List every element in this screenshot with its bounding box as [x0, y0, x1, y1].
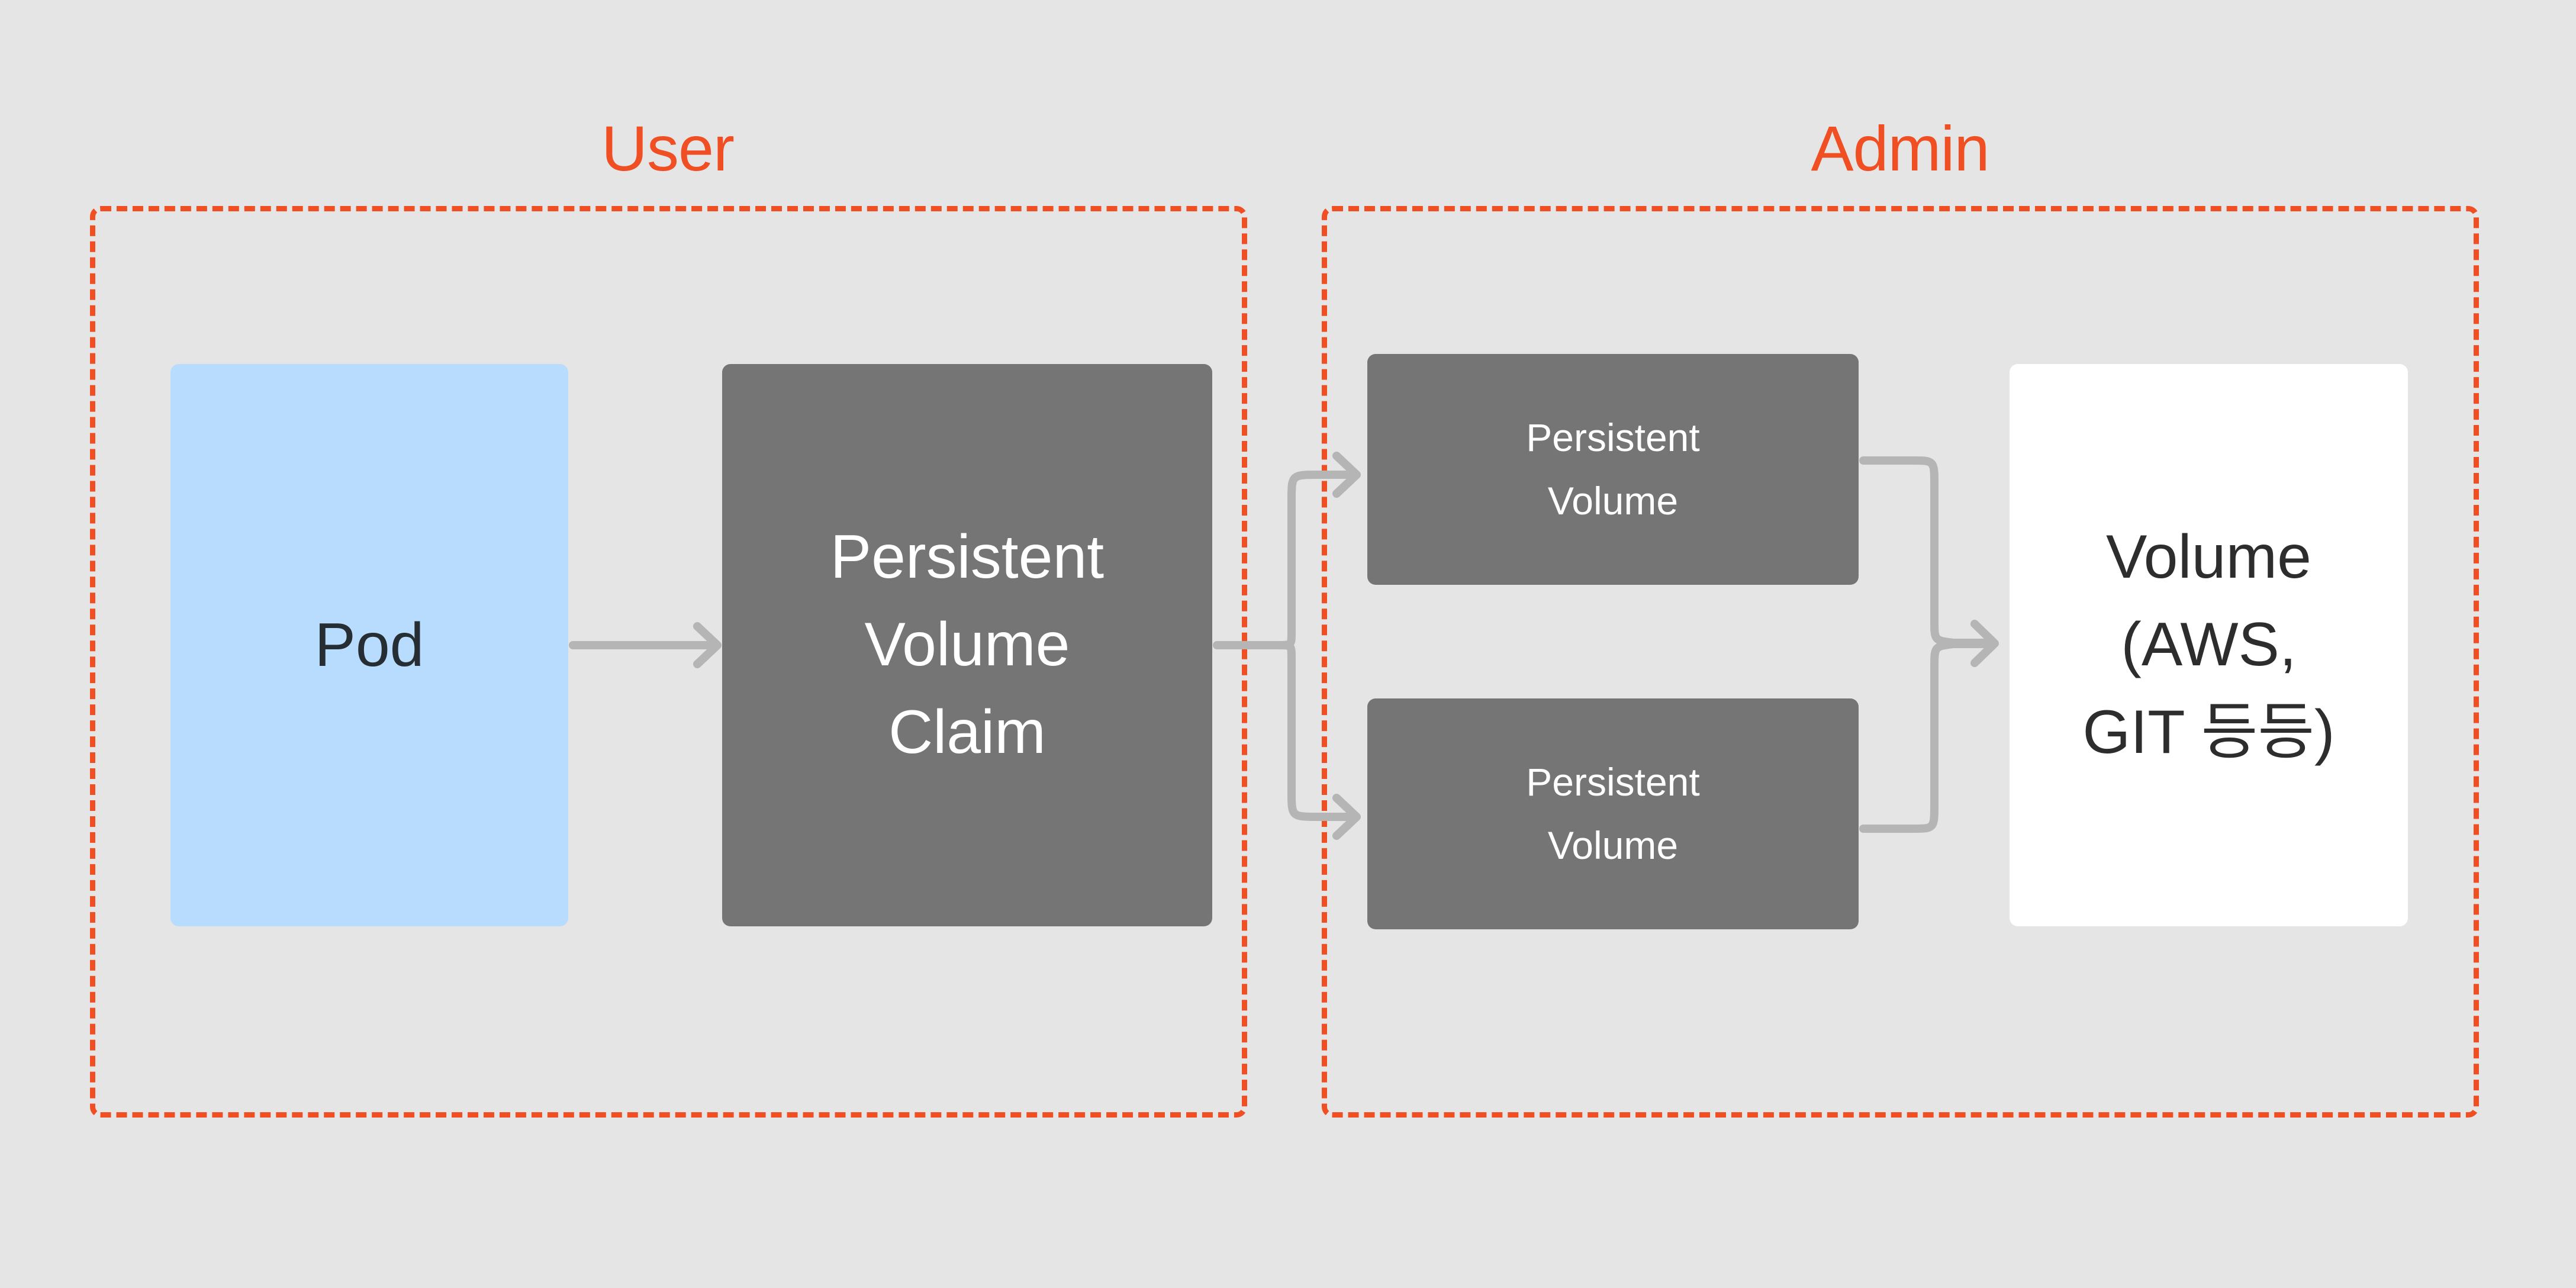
node-persistent-volume-bottom[interactable]: Persistent Volume: [1367, 698, 1859, 929]
zone-label-admin: Admin: [1811, 112, 1989, 184]
node-persistent-volume-top[interactable]: Persistent Volume: [1367, 354, 1859, 585]
node-persistent-volume-bottom-label: Persistent Volume: [1526, 760, 1700, 867]
node-persistent-volume-top-label: Persistent Volume: [1526, 416, 1700, 523]
zone-user-boundary: [90, 206, 1247, 1118]
node-persistent-volume-claim-label: Persistent Volume Claim: [830, 523, 1105, 767]
node-persistent-volume-claim[interactable]: Persistent Volume Claim: [722, 364, 1212, 926]
node-pod-label: Pod: [314, 610, 424, 680]
node-volume-backend-label: Volume (AWS, GIT 등등): [2082, 523, 2335, 767]
zone-label-user: User: [601, 112, 735, 184]
node-volume-backend[interactable]: Volume (AWS, GIT 등등): [2010, 364, 2408, 926]
node-pod[interactable]: Pod: [170, 364, 568, 926]
